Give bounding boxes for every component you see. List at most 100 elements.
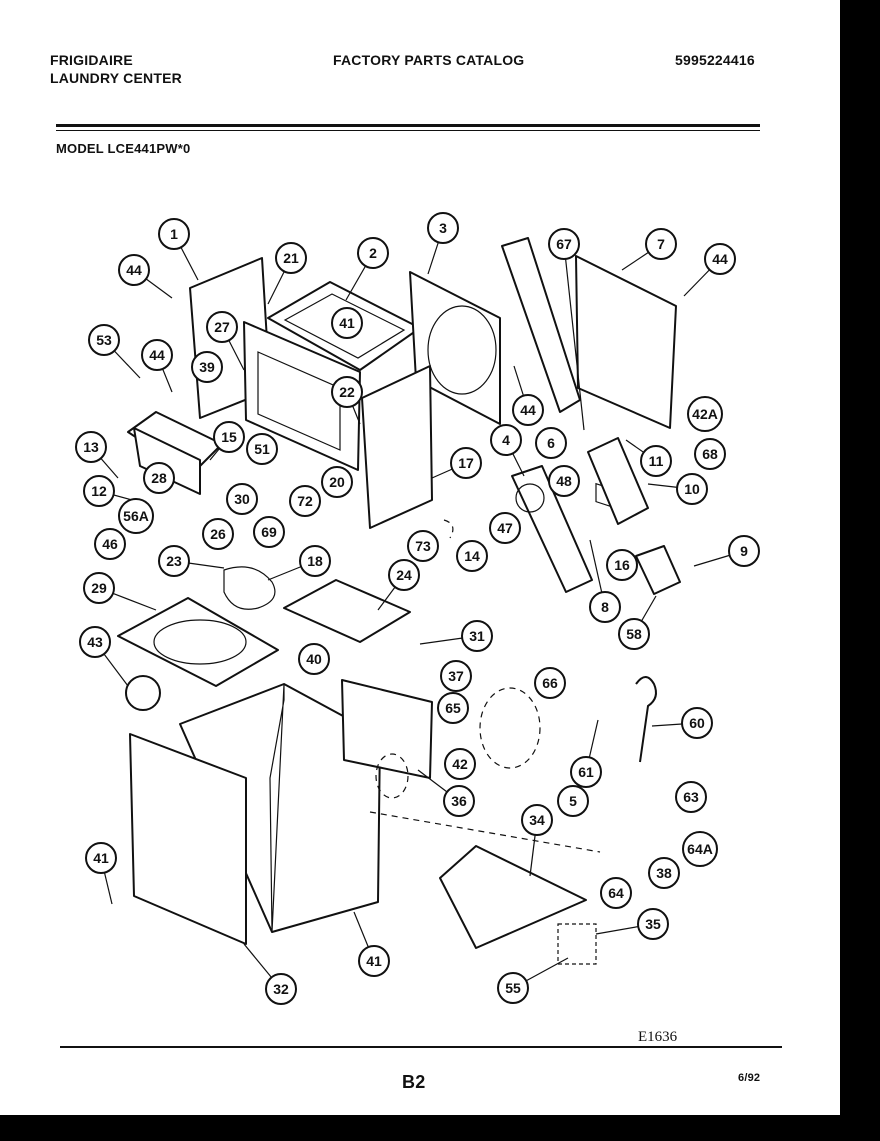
callout-circle — [618, 618, 650, 650]
callout-circle — [141, 339, 173, 371]
callout-label: 41 — [366, 953, 382, 969]
callout-5: 5 — [557, 785, 589, 817]
callout-61: 61 — [570, 756, 602, 788]
callout-label: 32 — [273, 981, 289, 997]
catalog-number: 5995224416 — [675, 52, 755, 68]
callout-label: 44 — [149, 347, 165, 363]
side-panel-drawing — [361, 365, 433, 529]
callout-label: 65 — [445, 700, 461, 716]
access-panel-drawing — [341, 679, 433, 779]
callout-circle — [79, 626, 111, 658]
callout-39: 39 — [191, 351, 223, 383]
exhaust-duct-drawing — [501, 237, 581, 413]
callout-3: 3 — [427, 212, 459, 244]
callout-circle — [648, 857, 680, 889]
callout-circle — [675, 781, 707, 813]
callout-circle — [456, 540, 488, 572]
callout-circle — [444, 748, 476, 780]
callout-10: 10 — [676, 473, 708, 505]
callout-circle — [427, 212, 459, 244]
callout-35: 35 — [637, 908, 669, 940]
callout-16: 16 — [606, 549, 638, 581]
callout-circle — [645, 228, 677, 260]
callout-58: 58 — [618, 618, 650, 650]
callout-1: 1 — [158, 218, 190, 250]
callout-27: 27 — [206, 311, 238, 343]
callout-circle — [265, 973, 297, 1005]
callout-circle — [704, 243, 736, 275]
callout-label: 51 — [254, 441, 270, 457]
callout-circle — [548, 465, 580, 497]
blower-housing-drawing — [511, 465, 593, 593]
callout-41: 41 — [85, 842, 117, 874]
callout-7: 7 — [645, 228, 677, 260]
callout-circle — [600, 877, 632, 909]
callout-circle — [202, 518, 234, 550]
callout-44: 44 — [512, 394, 544, 426]
callout-circle — [94, 528, 126, 560]
callout-47: 47 — [489, 512, 521, 544]
callout-12: 12 — [83, 475, 115, 507]
callout-label: 16 — [614, 557, 630, 573]
callout-label: 44 — [126, 262, 142, 278]
callout-label: 2 — [369, 245, 377, 261]
page-number: B2 — [402, 1072, 426, 1092]
callout-label: 42 — [452, 756, 468, 772]
callout-circle — [75, 431, 107, 463]
callout-circle — [637, 908, 669, 940]
callout-circle — [728, 535, 760, 567]
callout-label: 63 — [683, 789, 699, 805]
callout-circle — [681, 707, 713, 739]
callout-label: 3 — [439, 220, 447, 236]
callout-label: 29 — [91, 580, 107, 596]
callout-34: 34 — [521, 804, 553, 836]
callout-label: 8 — [601, 599, 609, 615]
callout-circle — [490, 424, 522, 456]
callout-label: 15 — [221, 429, 237, 445]
callout-circle — [83, 572, 115, 604]
callout-circle — [213, 421, 245, 453]
callout-label: 46 — [102, 536, 118, 552]
callout-label: 26 — [210, 526, 226, 542]
callout-label: 61 — [578, 764, 594, 780]
callout-64A: 64A — [682, 831, 718, 867]
footer-rule — [60, 1046, 782, 1048]
callout-circle — [450, 447, 482, 479]
callout-label: 31 — [469, 628, 485, 644]
callout-22: 22 — [331, 376, 363, 408]
callout-38: 38 — [648, 857, 680, 889]
callout-circle — [687, 396, 723, 432]
callout-24: 24 — [388, 559, 420, 591]
product-name: LAUNDRY CENTER — [50, 70, 182, 86]
callout-circle — [118, 254, 150, 286]
callout-68: 68 — [694, 438, 726, 470]
callout-circle — [548, 228, 580, 260]
header-rule-thin — [56, 130, 760, 131]
callout-circle — [143, 462, 175, 494]
callout-circle — [443, 785, 475, 817]
callout-31: 31 — [461, 620, 493, 652]
callout-44: 44 — [141, 339, 173, 371]
callout-label: 55 — [505, 980, 521, 996]
callout-label: 44 — [712, 251, 728, 267]
callout-circle — [682, 831, 718, 867]
control-housing-drawing — [117, 597, 279, 687]
callout-circle — [437, 692, 469, 724]
callout-label: 64 — [608, 885, 624, 901]
callout-label: 69 — [261, 524, 277, 540]
callout-circle — [253, 516, 285, 548]
callout-label: 27 — [214, 319, 230, 335]
callout-label: 66 — [542, 675, 558, 691]
callout-circle — [357, 237, 389, 269]
callout-20: 20 — [321, 466, 353, 498]
callout-40: 40 — [298, 643, 330, 675]
callout-label: 9 — [740, 543, 748, 559]
callout-42: 42 — [444, 748, 476, 780]
callout-53: 53 — [88, 324, 120, 356]
brand-name: FRIGIDAIRE — [50, 52, 133, 68]
callout-label: 20 — [329, 474, 345, 490]
callout-label: 11 — [649, 453, 664, 469]
callout-label: 4 — [502, 432, 510, 448]
callout-label: 42A — [692, 406, 718, 422]
